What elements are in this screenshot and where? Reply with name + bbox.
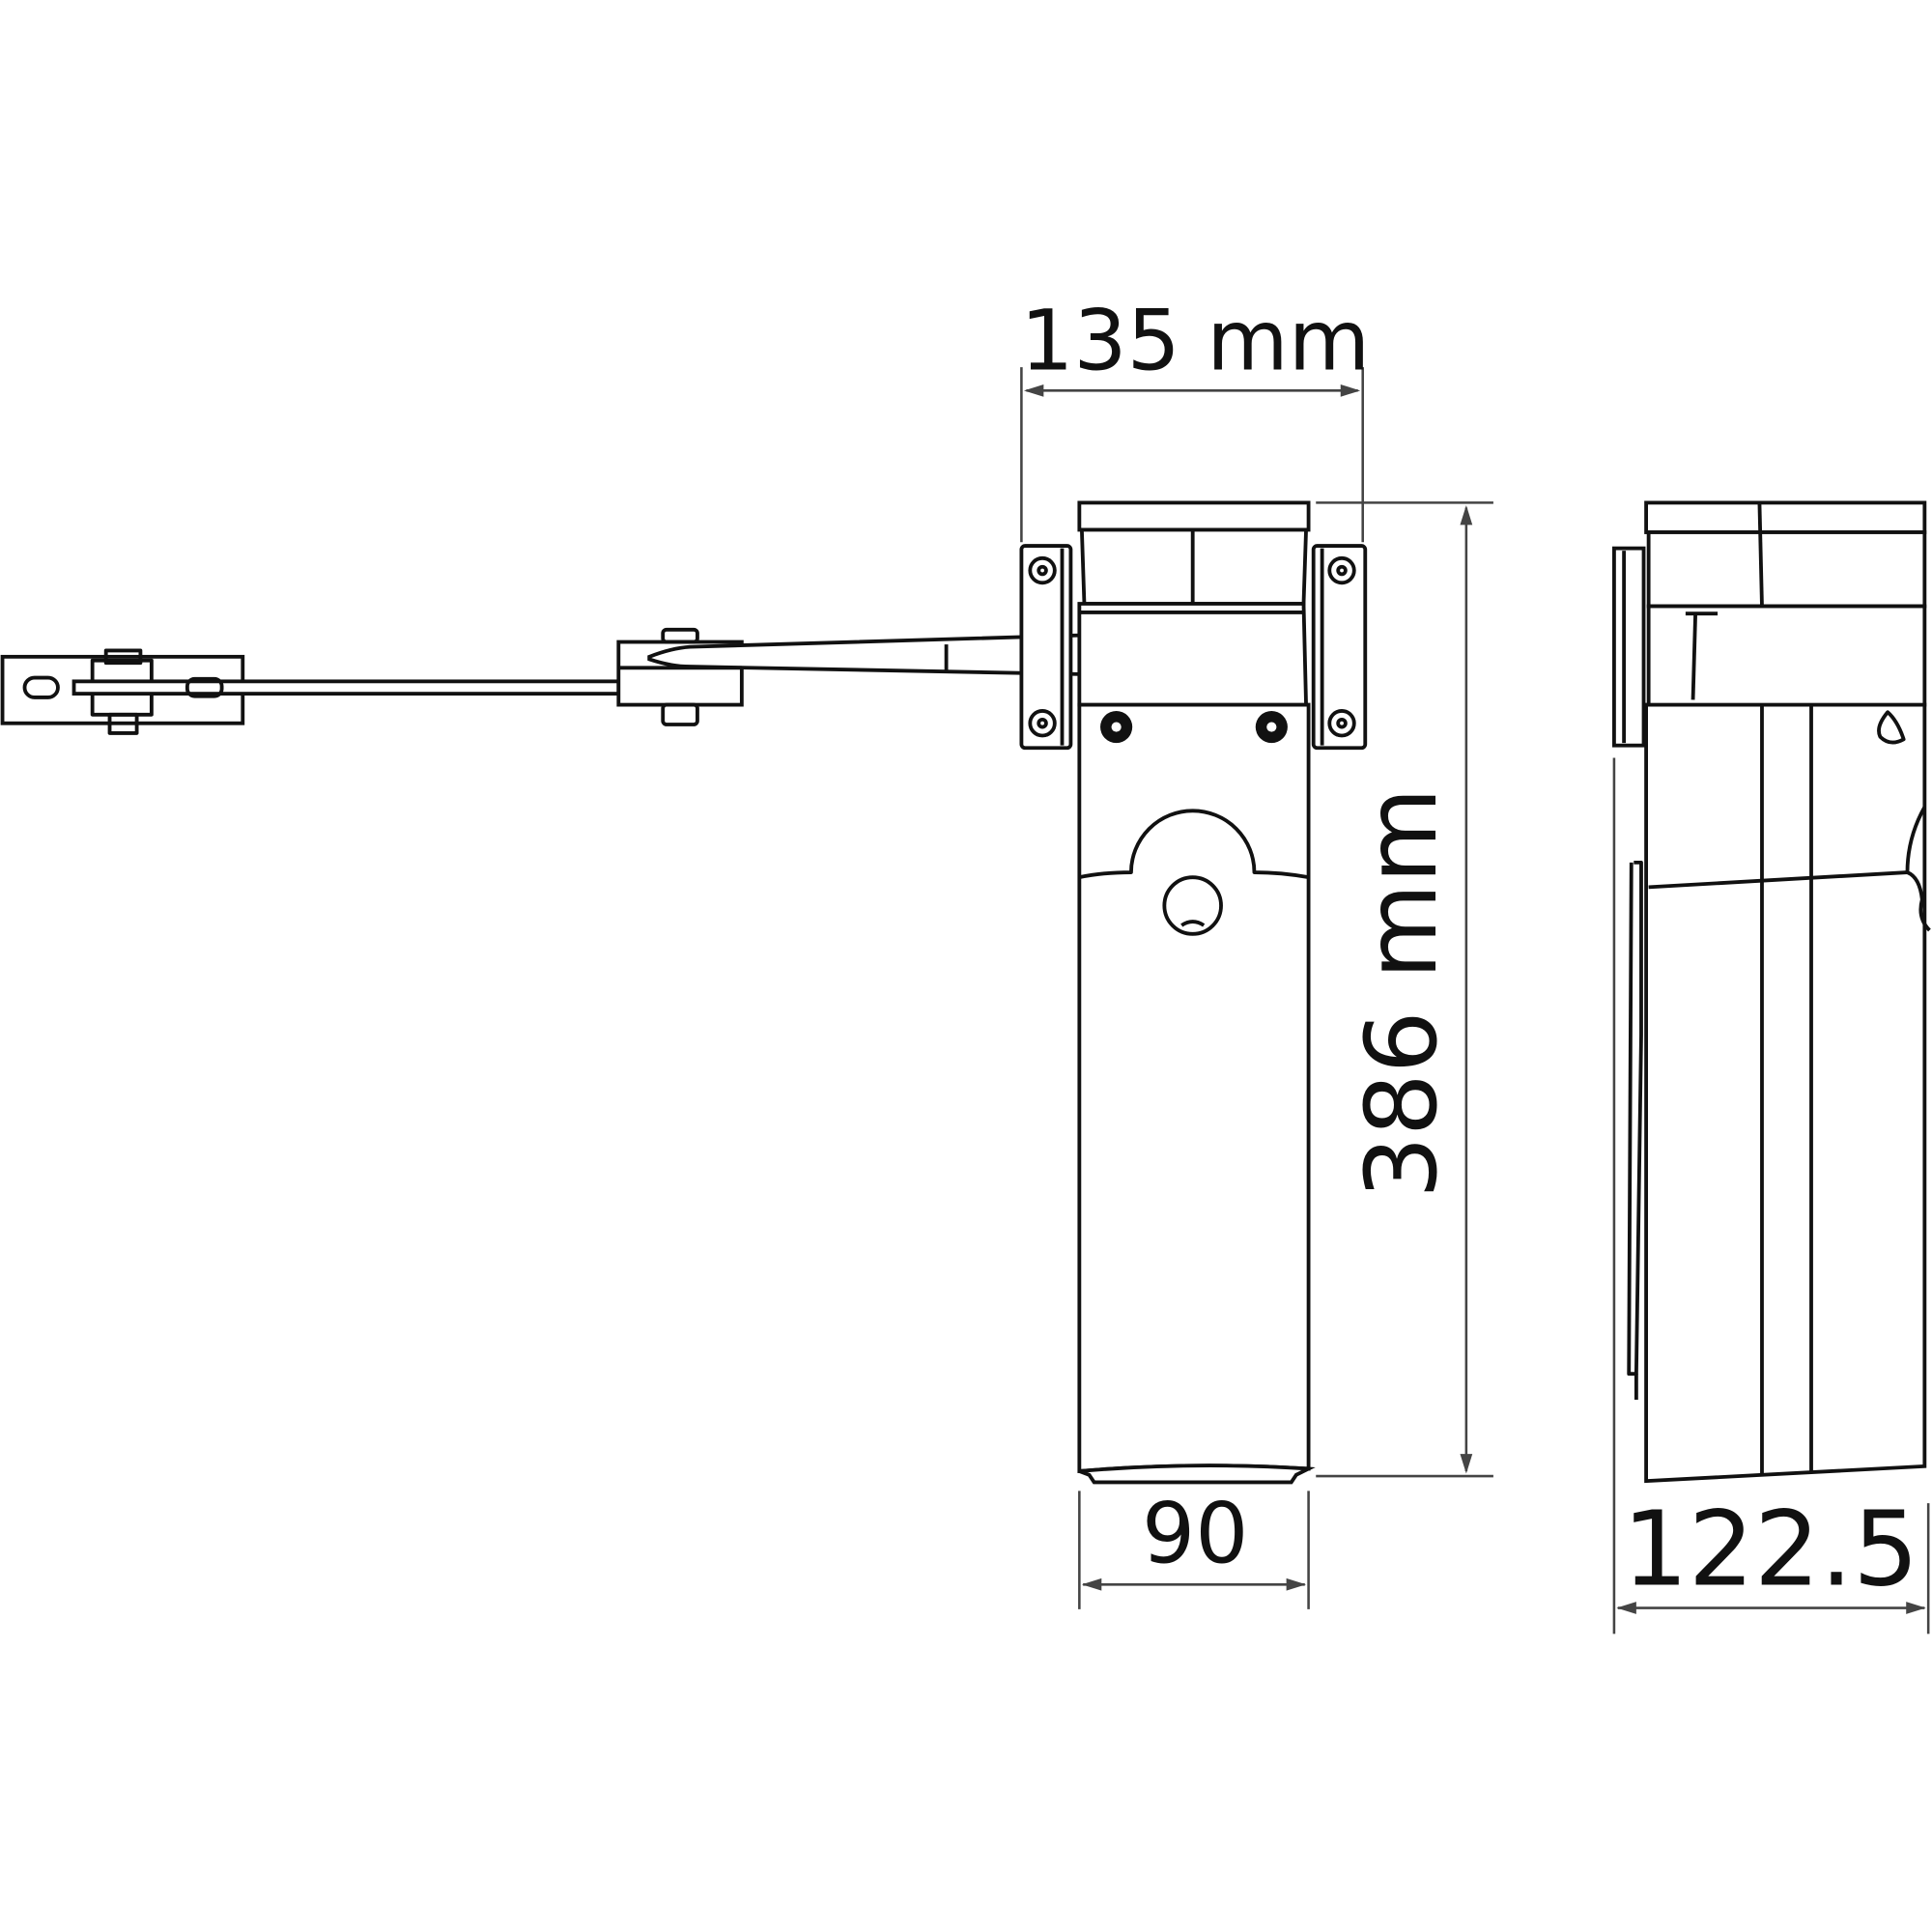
side-housing (1644, 702, 1927, 1484)
width-top-label: 135 mm (1020, 293, 1370, 390)
rod (71, 679, 621, 696)
housing (1077, 702, 1311, 1474)
slot (22, 675, 60, 699)
right-mount-bracket (1311, 544, 1368, 751)
depth-side-label: 122.5 (1623, 1490, 1919, 1609)
height-label: 386 mm (1345, 787, 1460, 1199)
side-plate (1612, 546, 1646, 748)
dimension-lines (1020, 367, 1930, 1634)
base (1078, 1463, 1316, 1485)
width-front-label: 90 (1142, 1485, 1248, 1582)
top-cap (1077, 500, 1311, 532)
side-view (1612, 500, 1931, 1484)
lock-circle (1162, 875, 1223, 936)
front-view (1019, 500, 1368, 1485)
left-mount-bracket (1019, 544, 1073, 751)
